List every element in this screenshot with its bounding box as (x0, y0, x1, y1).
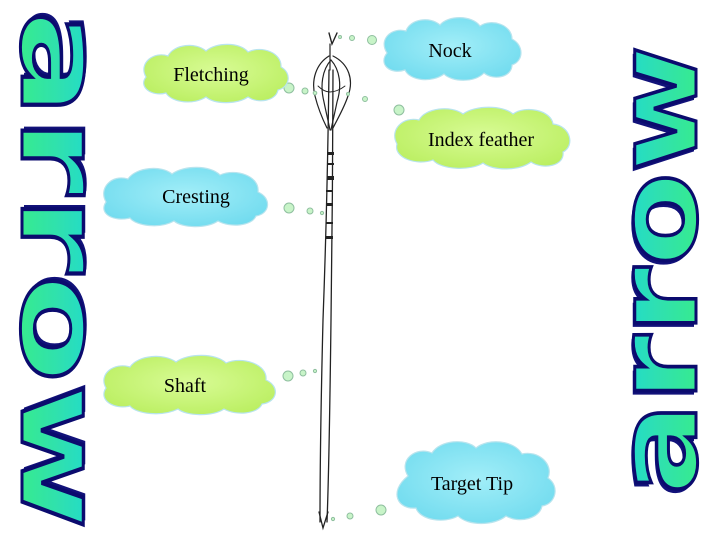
target-tip-shape (318, 511, 329, 531)
label-target-tip: Target Tip (431, 473, 513, 495)
wordart-arrow-right: arrow arrow (608, 0, 718, 540)
label-nock: Nock (428, 40, 471, 62)
arrow-illustration (313, 32, 352, 531)
wordart-arrow-left-shadow: arrow (0, 6, 110, 526)
wordart-arrow-right-text: arrow (608, 45, 718, 495)
nock-shape (328, 32, 338, 47)
wordart-arrow-left-text: arrow (0, 10, 110, 530)
arrow-shaft-left-edge (319, 69, 330, 523)
callout-fletching: Fletching (143, 43, 289, 104)
arrow-shaft-right-edge (326, 69, 334, 523)
fletching-feathers (313, 55, 352, 131)
callout-shaft: Shaft (103, 354, 276, 416)
label-index-feather: Index feather (428, 129, 534, 151)
label-shaft: Shaft (164, 375, 207, 397)
callout-nock: Nock (383, 17, 522, 81)
connector-dots (282, 35, 405, 522)
label-cresting: Cresting (162, 186, 230, 208)
callout-cresting: Cresting (103, 166, 269, 228)
callout-index-feather: Index feather (394, 106, 571, 170)
wordart-arrow-right-shadow: arrow (608, 49, 718, 499)
wordart-arrow-left: arrow arrow (0, 0, 110, 540)
label-fletching: Fletching (173, 64, 249, 86)
cresting-bands (326, 152, 334, 239)
callout-target-tip: Target Tip (396, 441, 556, 525)
